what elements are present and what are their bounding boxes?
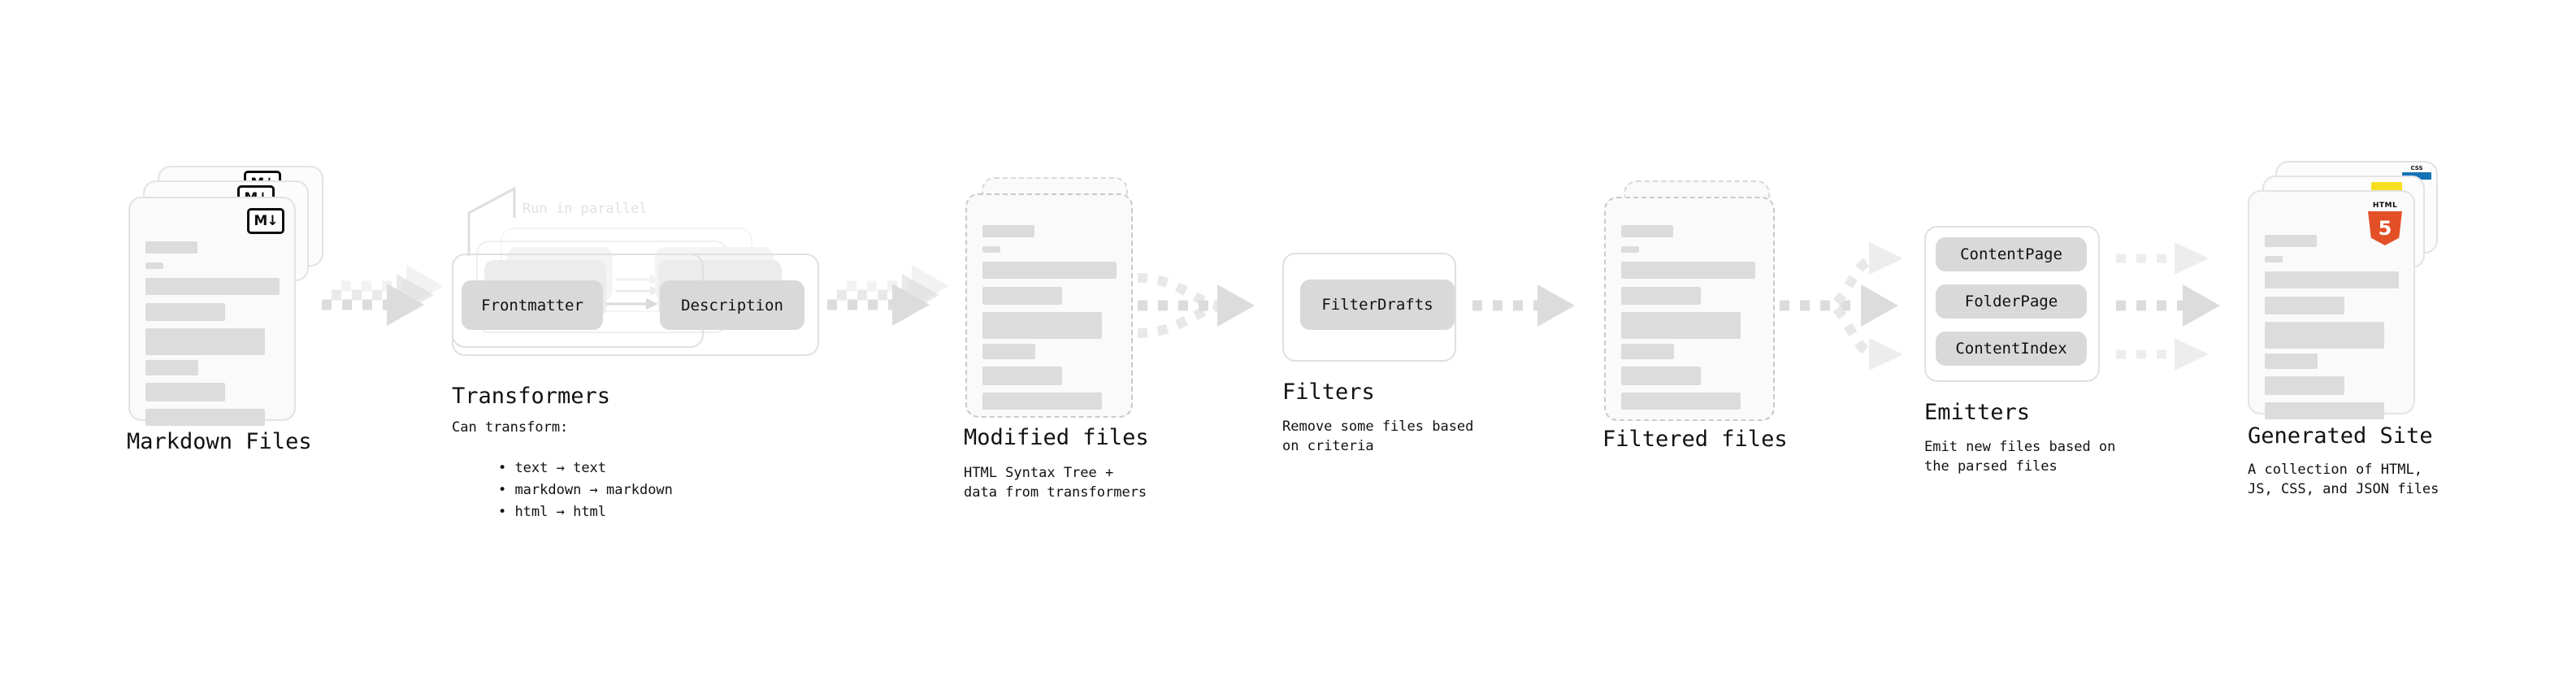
transformer-chip-frontmatter[interactable]: Frontmatter [462,280,603,330]
emitter-chip-contentindex[interactable]: ContentIndex [1936,332,2087,366]
doc-bar [982,287,1062,305]
doc-bar [982,367,1062,385]
bullet-dot: • [497,460,515,476]
doc-bar [145,278,280,295]
doc-bar [2265,354,2318,369]
doc-bar [1621,393,1741,410]
doc-bar [145,383,225,401]
stage-title-filtered-files: Filtered files [1602,427,1788,452]
html5-shield [2368,211,2402,245]
transformers-outline [452,254,819,356]
doc-bar [2265,271,2399,288]
html5-badge: HTML [2366,202,2404,245]
modified-file-card-front [965,193,1133,418]
doc-bar [145,262,163,269]
doc-bar [1621,246,1639,253]
doc-bar [145,241,197,254]
stage-title-filters: Filters [1282,380,1375,405]
doc-bar [145,303,225,321]
doc-bar [2265,297,2344,314]
doc-bar [2265,376,2344,395]
run-in-parallel-label: Run in parallel [523,201,648,217]
filter-chip-filterdrafts[interactable]: FilterDrafts [1300,280,1455,330]
filters-subtitle-1: on criteria [1282,438,1374,454]
filters-group-box [1282,253,1456,362]
generated-site-subtitle-0: A collection of HTML, [2248,462,2422,478]
doc-bar [145,360,198,375]
stage-title-generated-site: Generated Site [2248,423,2433,449]
doc-bar [1621,367,1701,385]
doc-bar [145,409,265,426]
doc-bar [2265,322,2384,349]
doc-bar [145,328,265,355]
generated-site-subtitle-1: JS, CSS, and JSON files [2248,481,2439,497]
modified-files-subtitle-0: HTML Syntax Tree + [964,465,1114,481]
doc-bar [1621,262,1755,279]
markdown-file-card-front: M↓ [128,197,296,426]
doc-bar [982,344,1035,359]
stage-title-transformers: Transformers [452,384,611,409]
doc-bar [982,246,1000,253]
filtered-file-card-front [1604,197,1775,421]
doc-bar [982,312,1102,339]
doc-bar [982,262,1117,279]
markdown-badge-front: M↓ [247,208,284,234]
bullet-dot: • [497,482,515,498]
stage-title-markdown-files: Markdown Files [127,429,312,454]
bullet-dot: • [497,504,515,520]
doc-bar [1621,225,1673,237]
doc-bar [1621,312,1741,339]
doc-bar [982,393,1102,410]
modified-files-subtitle-1: data from transformers [964,484,1147,501]
doc-bar [982,225,1034,237]
doc-bar [2265,256,2283,262]
generated-site-card-front: HTML [2248,190,2415,419]
transformers-subtitle: Can transform: [452,419,569,436]
transformers-bullet-2: • html → html [497,504,607,520]
emitters-subtitle-1: the parsed files [1924,458,2058,475]
transformer-chip-description[interactable]: Description [660,280,804,330]
html5-badge-label: HTML [2372,202,2398,210]
stage-title-modified-files: Modified files [964,425,1149,450]
emitters-group-box [1924,226,2100,382]
stage-title-emitters: Emitters [1924,400,2031,425]
emitter-chip-folderpage[interactable]: FolderPage [1936,284,2087,319]
transformers-bullet-0: • text → text [497,460,607,476]
transformers-bullet-1: • markdown → markdown [497,482,673,498]
emitters-subtitle-0: Emit new files based on [1924,439,2116,455]
doc-bar [2265,402,2384,419]
emitter-chip-contentpage[interactable]: ContentPage [1936,237,2087,271]
doc-bar [1621,287,1701,305]
doc-bar [1621,344,1674,359]
filters-subtitle-0: Remove some files based [1282,419,1474,435]
doc-bar [2265,235,2317,247]
